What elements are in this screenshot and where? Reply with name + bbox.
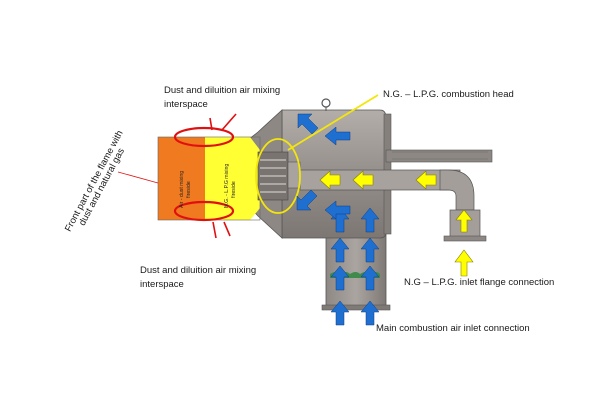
lifting-eye	[321, 98, 331, 108]
flame-orange-text-1: Air - dust mixing	[179, 171, 185, 208]
main-air-inlet-label: Main combustion air inlet connection	[376, 323, 530, 334]
combustion-head-pointer	[287, 94, 379, 151]
air-inlet-duct	[325, 229, 387, 309]
air-arrow	[296, 189, 318, 211]
air-arrow	[330, 265, 350, 291]
flame-front-pointer	[117, 171, 159, 184]
air-arrow	[360, 207, 380, 233]
flame-yellow-region	[205, 137, 260, 220]
air-arrow	[360, 265, 380, 291]
air-arrows	[296, 113, 380, 326]
top-mixing-label-line2: interspace	[164, 99, 208, 110]
gas-arrow	[454, 249, 474, 277]
air-inlet-flange	[321, 304, 391, 311]
air-arrow	[360, 300, 380, 326]
flame-orange-text-2: fireside	[186, 181, 192, 198]
combustion-head-label: N.G. – L.P.G. combustion head	[383, 89, 514, 100]
air-arrow	[330, 237, 350, 263]
top-mixing-marker	[173, 126, 235, 148]
air-arrow	[330, 300, 350, 326]
flame-yellow-text-1: N.G. - L.P.G mixing	[224, 164, 230, 208]
combustion-head-grid	[257, 151, 301, 201]
air-arrow	[360, 237, 380, 263]
bottom-mixing-label-line1: Dust and diluition air mixing	[140, 265, 257, 276]
air-arrow	[324, 126, 351, 146]
gas-arrow	[352, 170, 374, 190]
air-arrow	[324, 200, 351, 220]
bottom-mixing-marker	[173, 200, 235, 222]
gas-arrows	[319, 170, 474, 277]
air-arrow	[297, 113, 319, 135]
gas-arrow	[455, 209, 473, 233]
gas-pipe-elbow	[439, 169, 475, 211]
gas-arrow	[319, 170, 341, 190]
top-mixing-label-line1: Dust and diluition air mixing	[164, 85, 281, 96]
inlet-flange-label: N.G – L.P.G. inlet flange connection	[404, 277, 555, 288]
gas-arrow	[415, 170, 437, 190]
combustion-head-marker	[255, 138, 301, 214]
bottom-mixing-label-line2: interspace	[140, 279, 184, 290]
flame-orange-region	[158, 137, 205, 220]
flame-yellow-text-2: fireside	[231, 181, 237, 198]
